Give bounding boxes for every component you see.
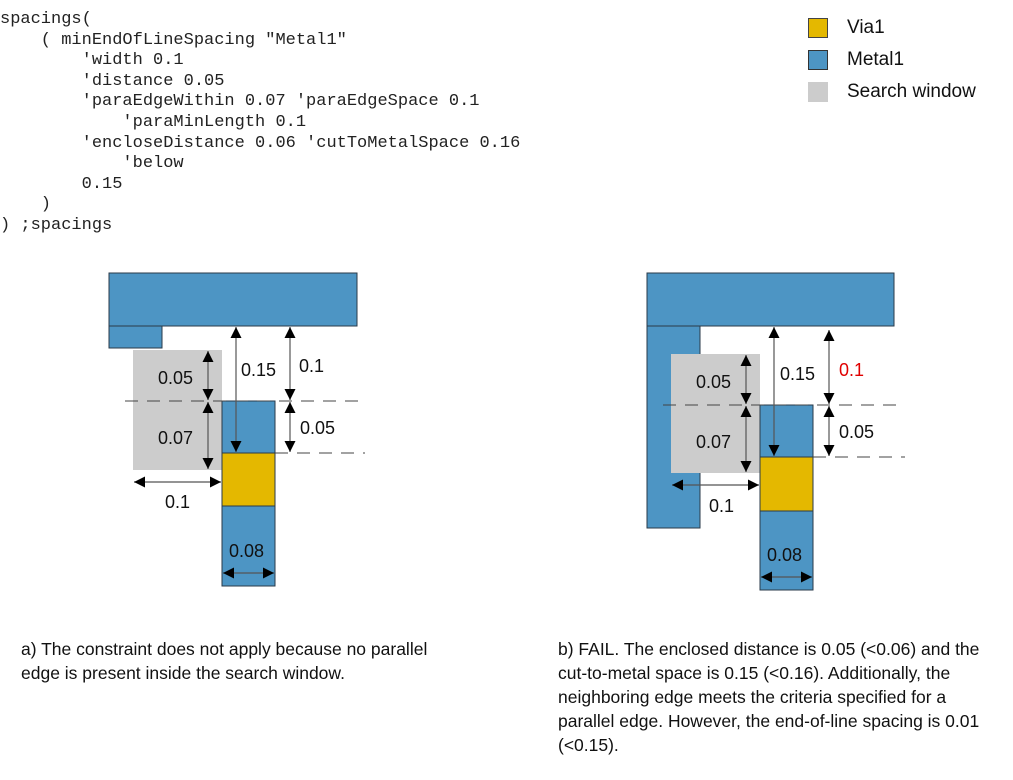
legend-item-via1: Via1 — [808, 12, 976, 44]
dim-label-para-space: 0.1 — [709, 496, 734, 516]
code-line: 'below — [0, 154, 184, 174]
metal1-left-tab — [108, 325, 163, 349]
legend-label: Metal1 — [847, 49, 905, 70]
legend: Via1 Metal1 Search window — [808, 12, 976, 108]
dim-label-cut-to-metal: 0.15 — [780, 364, 815, 384]
code-line: spacings( — [0, 10, 92, 29]
constraint-code-block: spacings( ( minEndOfLineSpacing "Metal1"… — [0, 10, 520, 237]
code-line: 'paraEdgeWithin 0.07 'paraEdgeSpace 0.1 — [0, 92, 480, 112]
dim-label-width: 0.08 — [229, 541, 264, 561]
dim-label-search-below: 0.07 — [696, 432, 731, 452]
dim-label-eol-spacing-violation: 0.1 — [839, 360, 864, 380]
legend-item-search-window: Search window — [808, 76, 976, 108]
code-line: ) ;spacings — [0, 215, 113, 235]
legend-item-metal1: Metal1 — [808, 44, 976, 76]
dim-label-enclose: 0.05 — [300, 418, 335, 438]
via1-swatch-icon — [808, 18, 828, 38]
search-window-swatch-icon — [808, 82, 828, 102]
metal1-top-bar — [646, 272, 895, 327]
metal1-swatch-icon — [808, 50, 828, 70]
legend-label: Search window — [847, 81, 976, 102]
caption-a: a) The constraint does not apply because… — [21, 639, 428, 683]
dim-label-search-below: 0.07 — [158, 428, 193, 448]
dim-label-enclose: 0.05 — [839, 422, 874, 442]
dim-label-eol-spacing: 0.1 — [299, 356, 324, 376]
metal1-eol-wire-top — [759, 404, 814, 458]
code-line: 'encloseDistance 0.06 'cutToMetalSpace 0… — [0, 133, 521, 153]
dim-label-search-above: 0.05 — [696, 372, 731, 392]
legend-label: Via1 — [847, 17, 885, 38]
dim-label-search-above: 0.05 — [158, 368, 193, 388]
dim-label-para-space: 0.1 — [165, 492, 190, 512]
dim-label-width: 0.08 — [767, 545, 802, 565]
code-line: 0.15 — [0, 174, 123, 194]
diagram-a: 0.05 0.07 0.15 0.1 0.05 0.1 0.08 — [108, 272, 365, 587]
code-line: ) — [0, 195, 52, 215]
dim-label-cut-to-metal: 0.15 — [241, 360, 276, 380]
code-line: 'width 0.1 — [0, 51, 184, 71]
metal1-eol-wire-top — [221, 400, 276, 454]
via1 — [221, 452, 276, 507]
code-line: 'distance 0.05 — [0, 71, 225, 91]
diagram-b: 0.05 0.07 0.15 0.1 0.05 0.1 0.08 — [646, 272, 905, 591]
via1 — [759, 456, 814, 512]
metal1-top-bar — [108, 272, 358, 327]
code-line: ( minEndOfLineSpacing "Metal1" — [0, 30, 347, 50]
code-line: 'paraMinLength 0.1 — [0, 112, 307, 132]
caption-b: b) FAIL. The enclosed distance is 0.05 (… — [558, 639, 980, 755]
